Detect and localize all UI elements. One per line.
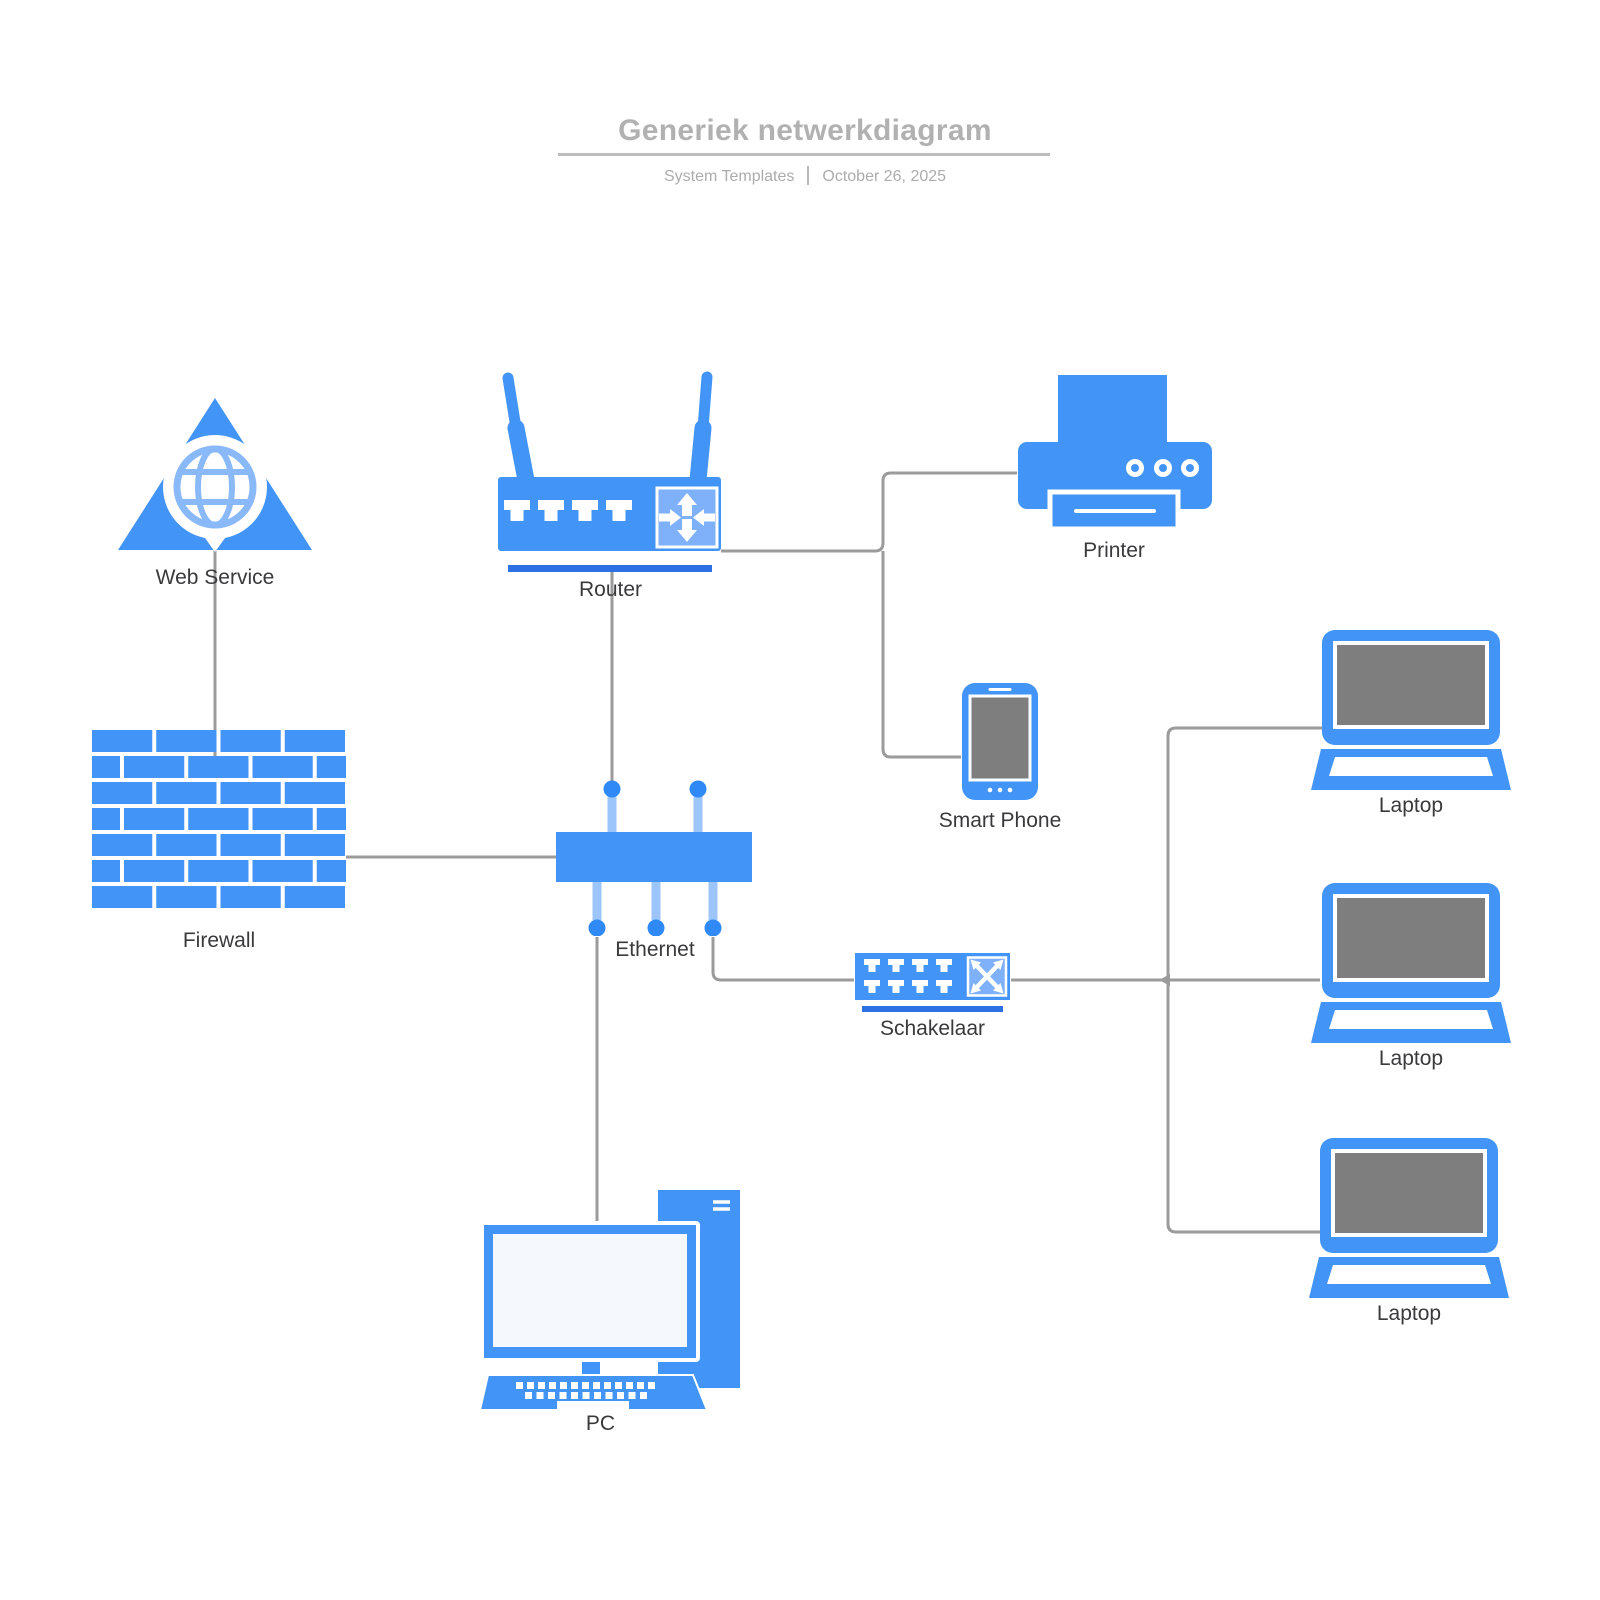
- smart-phone-label: Smart Phone: [938, 809, 1062, 832]
- connector-router-smartphone: [881, 551, 961, 759]
- node-printer[interactable]: Printer: [1014, 368, 1214, 562]
- printer-icon: [1018, 375, 1212, 532]
- laptop-icon: [1311, 630, 1511, 790]
- node-ethernet[interactable]: Ethernet: [548, 780, 752, 961]
- laptop-icon: [1311, 883, 1511, 1043]
- connector-schakelaar-laptop-top: [1166, 726, 1322, 980]
- node-schakelaar[interactable]: Schakelaar: [855, 953, 1010, 1040]
- ethernet-label: Ethernet: [615, 938, 695, 961]
- subtitle-divider: [807, 166, 810, 185]
- router-label: Router: [578, 578, 643, 601]
- connector-schakelaar-laptop-bottom: [1166, 980, 1320, 1234]
- firewall-icon: [92, 730, 346, 908]
- printer-label: Printer: [1083, 539, 1145, 562]
- laptop-icon: [1309, 1138, 1509, 1298]
- pc-icon: [478, 1190, 740, 1411]
- node-laptop-bottom[interactable]: Laptop: [1309, 1136, 1509, 1325]
- firewall-label: Firewall: [182, 929, 256, 952]
- smart-phone-icon: [962, 683, 1038, 800]
- web-service-label: Web Service: [155, 566, 275, 589]
- web-service-icon: [118, 398, 312, 552]
- schakelaar-label: Schakelaar: [879, 1017, 986, 1040]
- node-web-service[interactable]: Web Service: [117, 396, 313, 589]
- subtitle-date: October 26, 2025: [822, 168, 947, 186]
- node-laptop-top[interactable]: Laptop: [1311, 628, 1511, 817]
- pc-label: PC: [585, 1412, 616, 1435]
- connector-junction-arrow: [1159, 974, 1170, 986]
- laptop-bottom-label: Laptop: [1376, 1302, 1442, 1325]
- connector-router-printer: [721, 471, 1017, 553]
- node-router[interactable]: Router: [488, 368, 733, 601]
- ethernet-icon: [556, 780, 752, 936]
- laptop-top-label: Laptop: [1378, 794, 1444, 817]
- page-title: Generiek netwerkdiagram: [618, 114, 992, 147]
- subtitle-byline: System Templates: [663, 168, 795, 186]
- node-laptop-middle[interactable]: Laptop: [1311, 881, 1511, 1070]
- node-firewall[interactable]: Firewall: [92, 730, 346, 952]
- router-icon: [498, 371, 721, 572]
- laptop-middle-label: Laptop: [1378, 1047, 1444, 1070]
- node-pc[interactable]: PC: [458, 1168, 743, 1438]
- title-underline: [558, 153, 1050, 156]
- subtitle: System Templates October 26, 2025: [5, 166, 1600, 188]
- node-smart-phone[interactable]: Smart Phone: [939, 683, 1061, 832]
- connector-ethernet-schakelaar: [711, 937, 854, 982]
- switch-icon: [855, 953, 1010, 1012]
